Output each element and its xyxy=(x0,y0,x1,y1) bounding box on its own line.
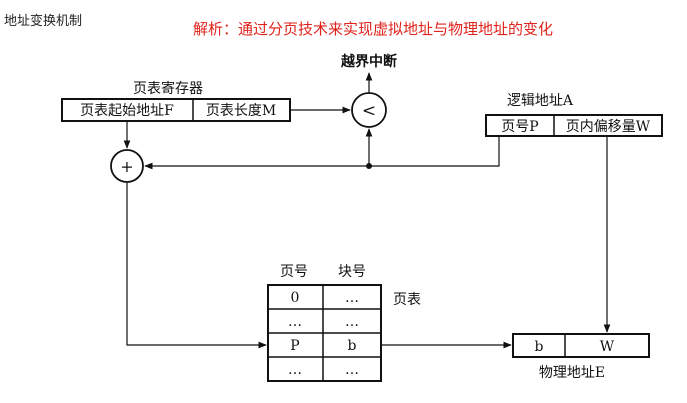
page-table-header-block: 块号 xyxy=(338,264,366,280)
table-row: … … xyxy=(288,362,359,378)
logical-address-label: 逻辑地址A xyxy=(507,93,574,109)
page-table-length-field: 页表长度M xyxy=(206,103,276,119)
physical-offset-field: W xyxy=(600,339,615,355)
arrow-adder-to-page-table xyxy=(126,182,267,349)
page-table-header-page: 页号 xyxy=(280,264,308,280)
page-title: 地址变换机制 xyxy=(4,14,83,29)
table-cell: … xyxy=(288,362,302,378)
junction-dot xyxy=(366,163,372,169)
table-row: 0 … xyxy=(291,290,359,306)
logical-address-register: 页号P 页内偏移量W xyxy=(485,114,663,137)
table-cell: … xyxy=(288,314,302,330)
explanation-subtitle: 解析：通过分页技术来实现虚拟地址与物理地址的变化 xyxy=(193,20,554,38)
line-page-number xyxy=(371,136,500,167)
page-table: 0 … … … P b … … xyxy=(267,284,382,382)
table-cell: … xyxy=(345,290,359,306)
adder-symbol: + xyxy=(120,157,133,176)
table-cell: P xyxy=(290,338,299,354)
table-cell: … xyxy=(345,314,359,330)
table-row: P b xyxy=(290,338,356,354)
page-table-start-field: 页表起始地址F xyxy=(80,103,174,119)
adder: + xyxy=(110,149,144,183)
physical-block-field: b xyxy=(535,339,544,355)
physical-address-label: 物理地址E xyxy=(539,365,605,381)
page-table-register-label: 页表寄存器 xyxy=(133,80,203,97)
comparator: < xyxy=(351,92,387,128)
connectors xyxy=(123,72,611,349)
page-offset-field: 页内偏移量W xyxy=(566,119,651,135)
table-cell: b xyxy=(348,338,357,354)
page-table-register: 页表起始地址F 页表长度M xyxy=(61,98,291,122)
page-table-label: 页表 xyxy=(393,292,421,308)
out-of-bounds-interrupt-label: 越界中断 xyxy=(340,53,397,70)
comparator-symbol: < xyxy=(362,101,376,121)
table-cell: … xyxy=(345,362,359,378)
table-cell: 0 xyxy=(291,290,300,306)
page-number-field: 页号P xyxy=(501,119,538,135)
physical-address-register: b W xyxy=(512,333,650,358)
table-row: … … xyxy=(288,314,359,330)
